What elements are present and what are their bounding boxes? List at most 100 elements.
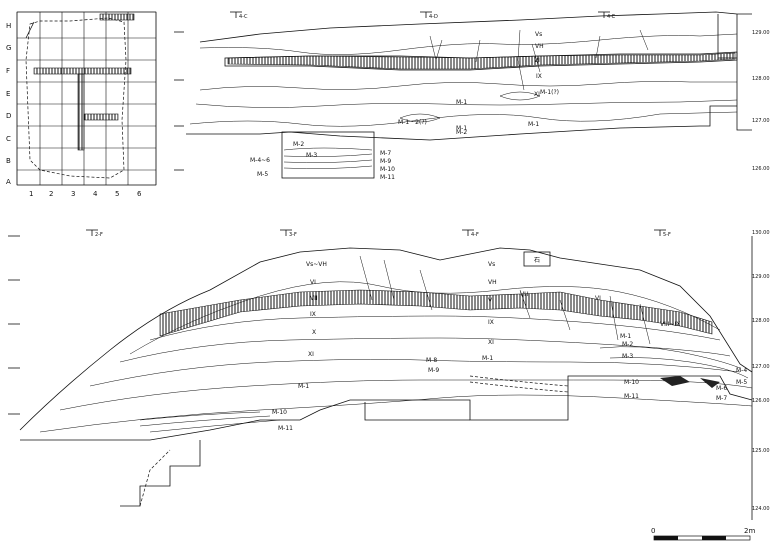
stratum-label: M-1 <box>456 125 467 132</box>
row-label-h: H <box>6 22 11 30</box>
row-label-d: D <box>6 112 11 120</box>
key-plan-grid <box>16 11 157 186</box>
stratum-label: M-1 <box>298 383 309 390</box>
lower-ix-line <box>119 337 731 363</box>
lower-intrusions <box>359 255 651 345</box>
stratum-label: VI <box>534 57 540 64</box>
stratum-label: M-1(?) <box>540 89 559 96</box>
stratum-label: M-3 <box>306 152 317 159</box>
stratum-label: M-4 <box>736 367 747 374</box>
row-label-b: B <box>6 157 11 165</box>
trench-row-h <box>99 13 135 21</box>
section-upper-right-frame <box>736 13 752 131</box>
stratum-label: Vs~VH <box>306 261 327 268</box>
section-marker: 4-C <box>239 14 248 20</box>
col-label-3: 3 <box>71 190 75 198</box>
trench-row-d <box>83 113 119 121</box>
row-label-g: G <box>6 44 11 52</box>
elevation-label: 127.00 <box>752 364 770 370</box>
stratum-label: M-4~6 <box>250 157 270 164</box>
trench-row-f <box>33 67 132 75</box>
scale-bar: 0 2m <box>651 527 755 541</box>
col-label-6: 6 <box>137 190 142 198</box>
upper-lenses <box>399 91 541 123</box>
elevation-label: 125.00 <box>752 448 770 454</box>
trench-col-4 <box>77 73 85 151</box>
stratum-label: VH <box>488 279 497 286</box>
section-lower: 2-F 3-F 4-F 5-F 130.00 129.00 128.00 127.00 126… <box>8 229 770 520</box>
stratum-label: M-5 <box>257 171 268 178</box>
stratum-label: XI <box>488 339 494 346</box>
col-label-4: 4 <box>93 190 98 198</box>
stratum-label: M-8 <box>426 357 437 364</box>
key-plan-col-labels: 1 2 3 4 5 6 <box>29 190 142 198</box>
stratum-label: X <box>312 329 316 336</box>
elevation-label: 129.00 <box>752 30 770 36</box>
section-marker: 2-F <box>95 232 103 238</box>
stratum-label: IX <box>536 73 542 80</box>
upper-vs-line <box>199 33 738 55</box>
elevation-label: 126.00 <box>752 398 770 404</box>
section-marker: 4-F <box>471 232 479 238</box>
row-label-e: E <box>6 90 10 98</box>
elevation-label: 129.00 <box>752 274 770 280</box>
upper-step-right <box>717 14 737 59</box>
stratum-label: M-10 <box>624 379 639 386</box>
stratum-label: M-1 <box>620 333 631 340</box>
stratum-label: VIII~IX <box>660 321 680 328</box>
upper-vi-hatch <box>227 52 736 70</box>
elevation-label: 124.00 <box>752 506 770 512</box>
col-label-2: 2 <box>49 190 53 198</box>
section-marker: 3-F <box>289 232 297 238</box>
stratum-label: M-1 <box>482 355 493 362</box>
north-arrow <box>25 21 35 39</box>
upper-xi-line <box>195 99 738 108</box>
elevation-label: 127.00 <box>752 118 770 124</box>
stratum-label: Vs <box>488 261 495 268</box>
upper-base-line <box>186 105 737 141</box>
excavation-boundary <box>25 17 127 179</box>
stratum-label: VI <box>310 279 316 286</box>
col-label-1: 1 <box>29 190 33 198</box>
elevation-label: 126.00 <box>752 166 770 172</box>
lower-left-steps <box>120 440 201 507</box>
section-marker: 4-D <box>429 14 438 20</box>
col-label-5: 5 <box>115 190 119 198</box>
row-label-a: A <box>6 178 11 186</box>
stratum-label: M-1・2(?) <box>398 119 427 126</box>
scale-end: 2m <box>744 527 755 535</box>
stratum-label: Vs <box>535 31 542 38</box>
stratum-label: M-2 <box>622 341 633 348</box>
stratum-label: M-10 <box>272 409 287 416</box>
stratum-label: M-11 <box>624 393 639 400</box>
section-lower-elevations: 130.00 129.00 128.00 127.00 126.00 125.00 124.… <box>752 230 770 512</box>
lower-dashed-features <box>469 375 569 393</box>
stratum-label: M-11 <box>278 425 293 432</box>
elevation-label: 128.00 <box>752 318 770 324</box>
stratum-label: M-10 <box>380 166 395 173</box>
upper-ix-line <box>199 81 737 91</box>
lower-pit <box>364 402 470 421</box>
stratum-label: 石 <box>534 257 540 264</box>
stratum-label: M-7 <box>380 150 391 157</box>
stratum-label: M-2 <box>293 141 304 148</box>
upper-ground-surface <box>199 11 738 43</box>
section-marker: 5-F <box>663 232 671 238</box>
lower-m10-lines <box>139 411 281 433</box>
elevation-label: 130.00 <box>752 230 770 236</box>
lower-right-strata <box>599 346 749 379</box>
lower-dark-features <box>660 376 720 388</box>
stratum-label: M-9 <box>380 158 391 165</box>
stratum-label: VH <box>535 43 544 50</box>
stratum-label: VI <box>488 297 494 304</box>
row-label-f: F <box>6 67 10 75</box>
lower-left-dashed <box>139 449 171 507</box>
lower-m1-line <box>39 394 753 433</box>
stratum-label: VI <box>595 295 601 302</box>
